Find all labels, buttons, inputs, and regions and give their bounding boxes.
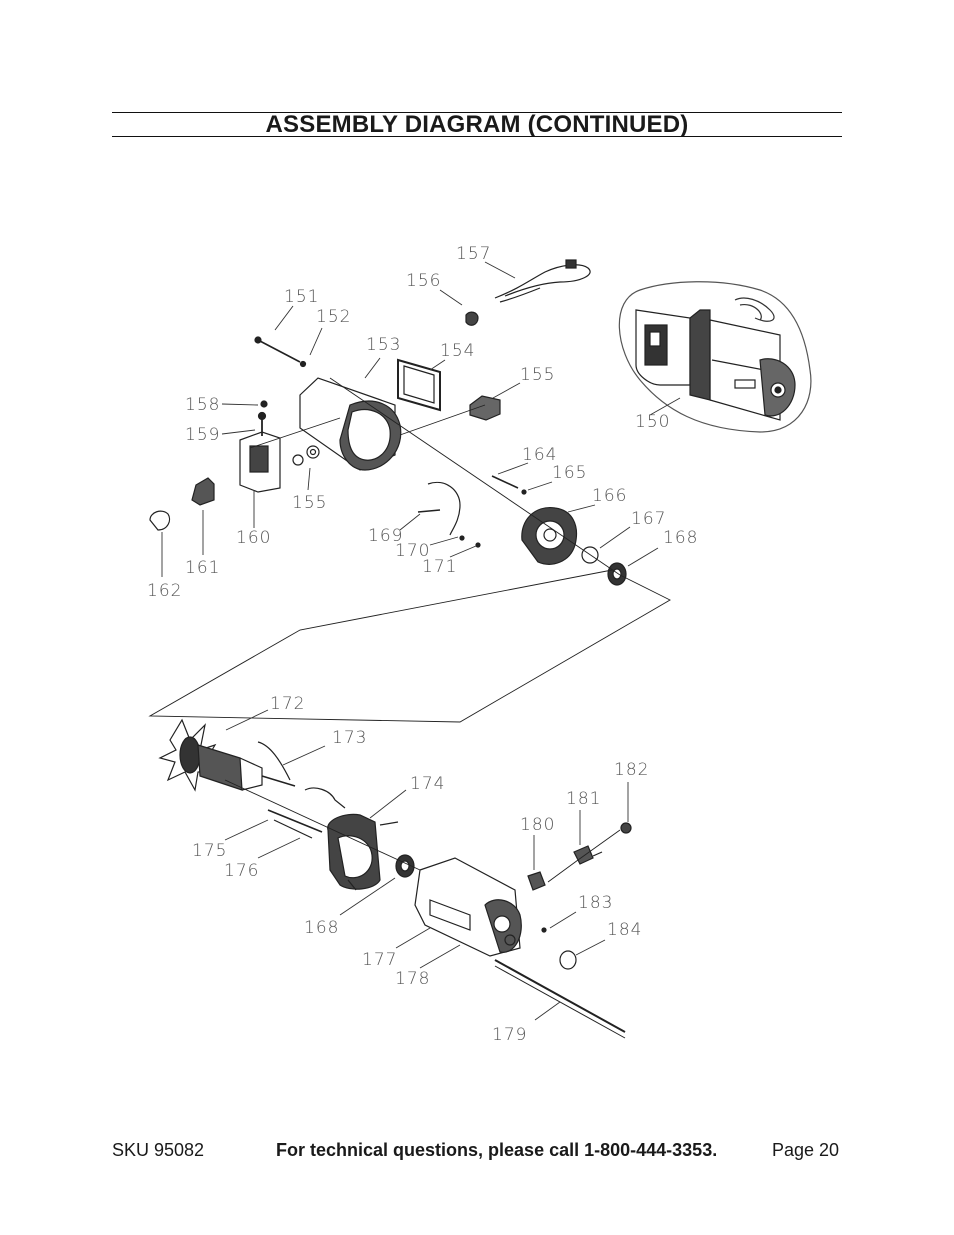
part-number-161: 161	[185, 558, 220, 578]
part-number-155-lower: 155	[292, 493, 327, 513]
power-cord-drawing	[465, 259, 591, 326]
assembly-guide-lines-lower	[224, 779, 621, 883]
part-number-155-upper: 155	[520, 365, 555, 385]
part-number-184: 184	[607, 920, 642, 940]
part-number-180: 180	[520, 815, 555, 835]
footer-page-number: Page 20	[772, 1140, 840, 1160]
leader-lines	[161, 261, 681, 1021]
part-number-177: 177	[362, 950, 397, 970]
part-number-183: 183	[578, 893, 613, 913]
part-number-170: 170	[395, 541, 430, 561]
part-number-171: 171	[422, 557, 457, 577]
part-number-166: 166	[592, 486, 627, 506]
part-number-172: 172	[270, 694, 305, 714]
part-number-173: 173	[332, 728, 367, 748]
page-title: ASSEMBLY DIAGRAM (CONTINUED)	[265, 111, 689, 138]
part-number-157: 157	[456, 244, 491, 264]
armature-drawing	[158, 718, 296, 792]
stator-drawing	[267, 787, 415, 891]
part-number-168-lower: 168	[304, 918, 339, 938]
part-number-165: 165	[552, 463, 587, 483]
part-number-164: 164	[522, 445, 557, 465]
part-number-179: 179	[492, 1025, 527, 1045]
part-number-182: 182	[614, 760, 649, 780]
part-number-167: 167	[631, 509, 666, 529]
part-number-labels: 150 151 152 153 154 155 155 156 157 158 …	[147, 244, 698, 1045]
part-number-175: 175	[192, 841, 227, 861]
footer-technical-support: For technical questions, please call 1-8…	[276, 1140, 718, 1160]
part-number-159: 159	[185, 425, 220, 445]
part-number-174: 174	[410, 774, 445, 794]
part-number-181: 181	[566, 789, 601, 809]
assembly-guide-lines	[148, 377, 671, 723]
part-number-158: 158	[185, 395, 220, 415]
part-number-162: 162	[147, 581, 182, 601]
motor-housing-end-drawing	[149, 336, 501, 531]
part-number-150: 150	[635, 412, 670, 432]
footer-sku: SKU 95082	[112, 1140, 205, 1160]
part-number-168-upper: 168	[663, 528, 698, 548]
part-number-169: 169	[368, 526, 403, 546]
part-number-152: 152	[316, 307, 351, 327]
gear-housing-drawing	[414, 822, 632, 1039]
part-number-153: 153	[366, 335, 401, 355]
part-number-156: 156	[406, 271, 441, 291]
part-number-154: 154	[440, 341, 475, 361]
assembled-motor-drawing	[618, 281, 812, 433]
part-number-176: 176	[224, 861, 259, 881]
title-rule-bottom	[112, 136, 842, 137]
part-number-151: 151	[284, 287, 319, 307]
part-number-178: 178	[395, 969, 430, 989]
part-number-160: 160	[236, 528, 271, 548]
title-rule-top	[112, 112, 842, 113]
